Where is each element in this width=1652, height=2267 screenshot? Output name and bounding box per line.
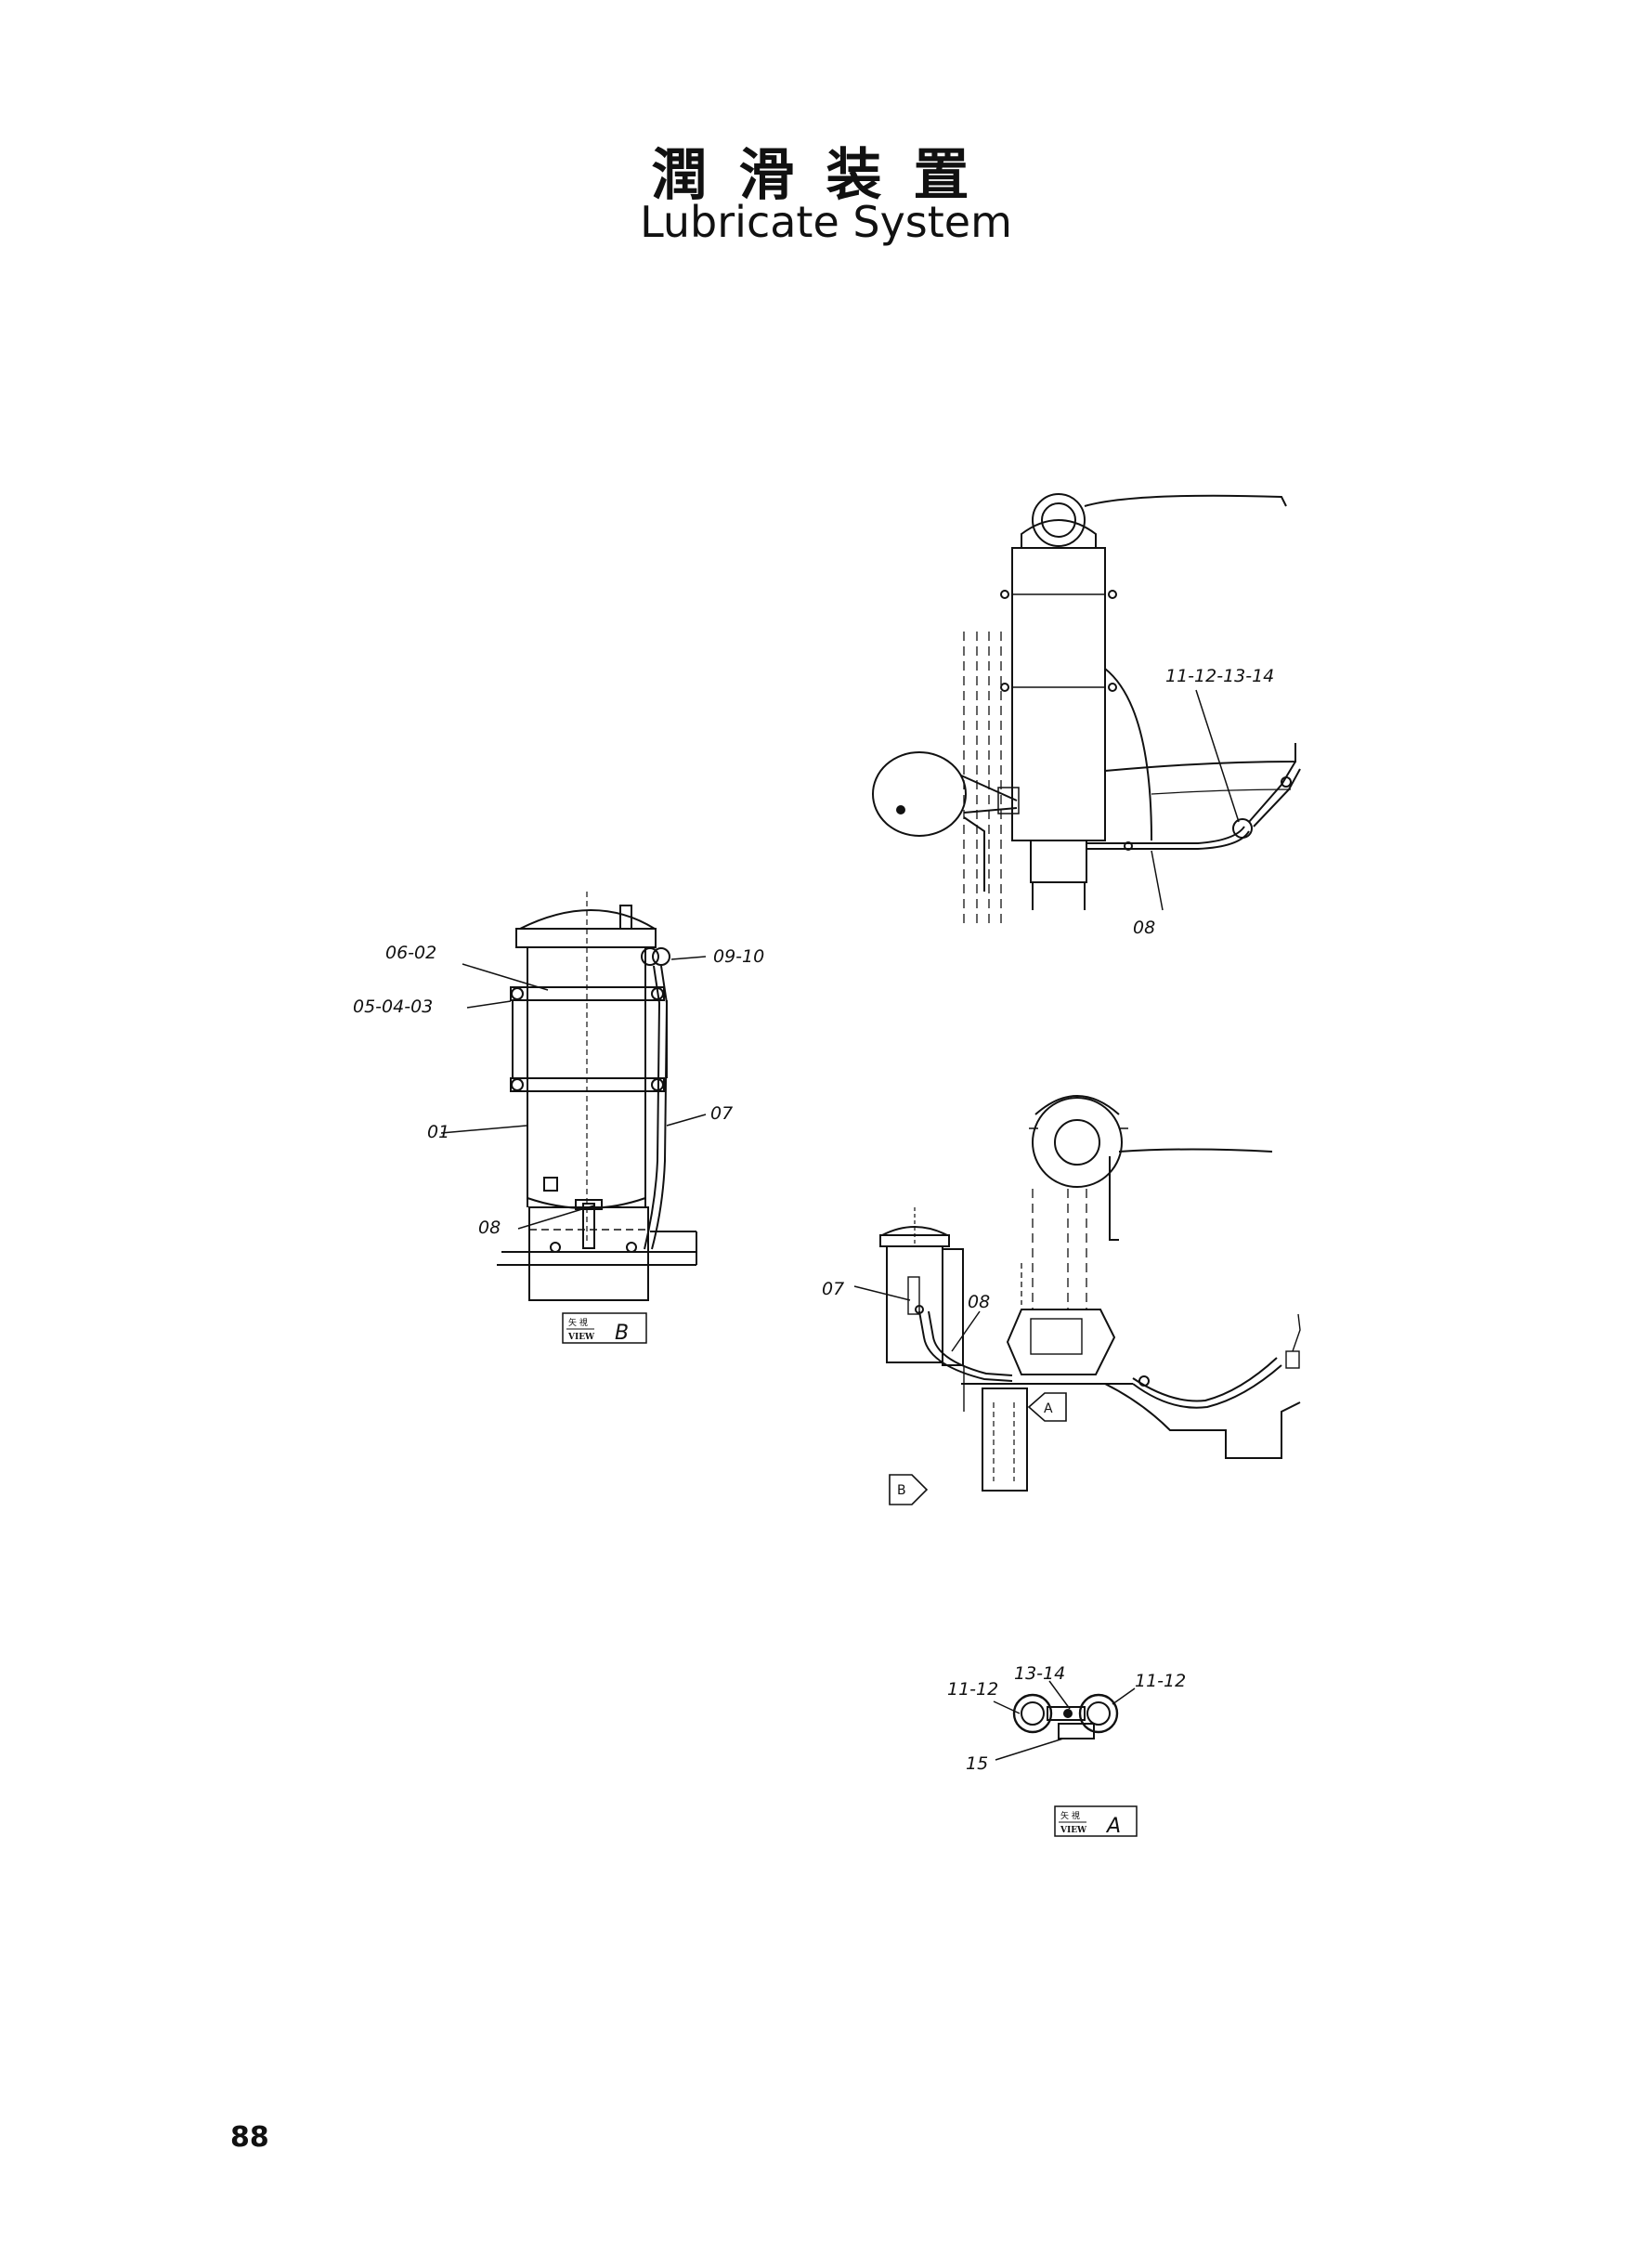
label-11-12-13-14: 11-12-13-14	[1165, 666, 1274, 686]
label-15: 15	[966, 1753, 988, 1774]
label-01: 01	[427, 1122, 449, 1142]
label-07-view-b: 07	[710, 1103, 733, 1124]
view-a-tag-jp: 矢 視	[1060, 1810, 1080, 1821]
view-a-tag-en: VIEW	[1060, 1826, 1087, 1835]
label-11-12-right: 11-12	[1135, 1671, 1186, 1691]
marker-a-letter: A	[1044, 1401, 1053, 1416]
view-b-tag-jp: 矢 視	[568, 1317, 588, 1328]
marker-a: A	[1027, 1392, 1067, 1422]
label-08-top-right: 08	[1133, 918, 1155, 938]
view-a-tag: 矢 視 VIEW A	[1054, 1805, 1138, 1838]
label-07-middle: 07	[822, 1279, 844, 1299]
view-a-drawing: 11-12 13-14 11-12 15 矢 視 VIEW A	[947, 1663, 1186, 1838]
label-05-04-03: 05-04-03	[353, 997, 433, 1017]
label-13-14: 13-14	[1014, 1663, 1065, 1684]
label-11-12-left: 11-12	[947, 1679, 998, 1700]
page-title-english: Lubricate System	[640, 197, 1012, 247]
view-b-pump-drawing: 06-02 05-04-03 01 08 09-10 07 矢 視 VIEW B	[353, 892, 764, 1345]
middle-right-drawing: A B 07 08	[822, 1095, 1301, 1505]
label-08-view-b: 08	[478, 1218, 501, 1238]
marker-b-letter: B	[897, 1483, 906, 1498]
view-b-tag-en: VIEW	[567, 1333, 595, 1342]
label-09-10: 09-10	[713, 946, 764, 967]
label-06-02: 06-02	[385, 943, 436, 963]
page-title-japanese: 潤滑装置	[651, 143, 1001, 208]
page-number: 88	[230, 2121, 269, 2154]
view-a-tag-letter: A	[1105, 1815, 1121, 1838]
top-right-drawing: 11-12-13-14 08	[872, 493, 1301, 938]
view-b-tag: 矢 視 VIEW B	[562, 1312, 647, 1345]
marker-b: B	[889, 1474, 929, 1505]
view-b-tag-letter: B	[615, 1322, 629, 1345]
label-08-middle: 08	[968, 1292, 990, 1312]
